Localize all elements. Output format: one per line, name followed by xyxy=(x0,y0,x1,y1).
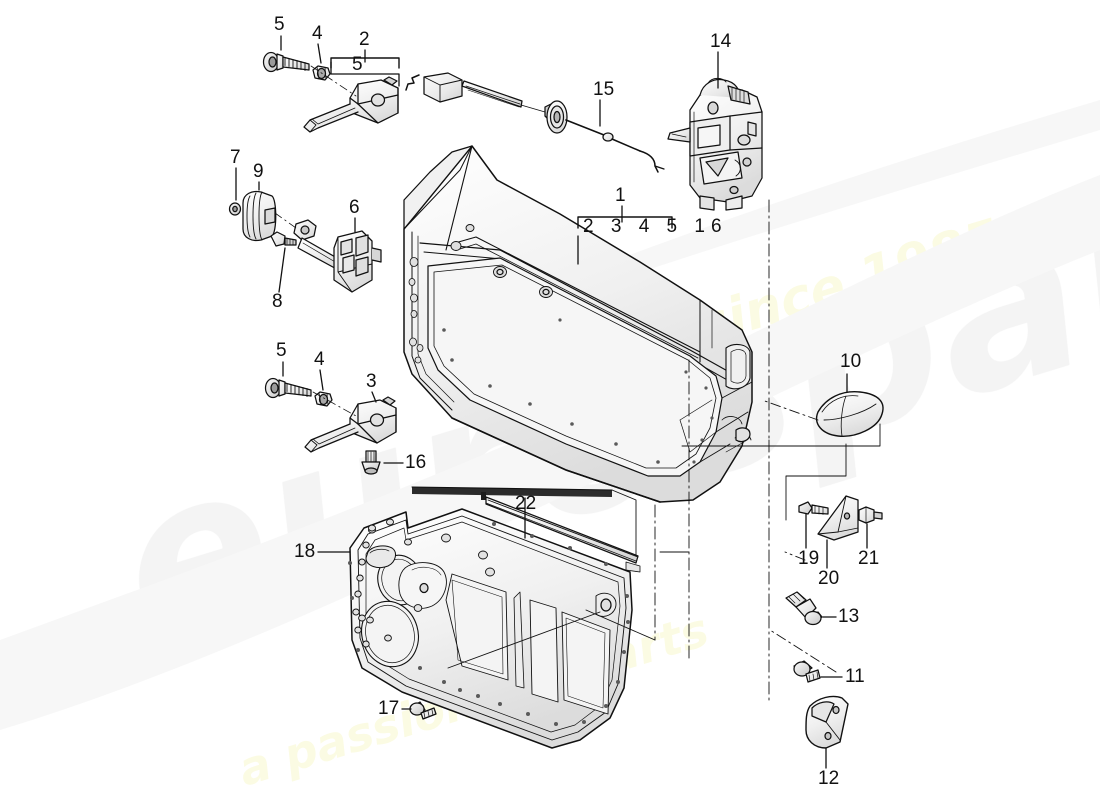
callout-13: 13 xyxy=(838,606,860,627)
callout-12: 12 xyxy=(818,768,840,789)
part-14-door-lock-assembly xyxy=(667,77,763,211)
callout-9: 9 xyxy=(253,161,264,182)
part-19-bracket-bolt xyxy=(798,501,829,515)
part-17-panel-screw xyxy=(409,701,437,720)
callout-1: 1 xyxy=(615,185,626,206)
part-6-door-check-strap xyxy=(293,219,382,293)
part-16-lower-collar-bolt xyxy=(361,450,381,475)
part-18-door-inner-panel xyxy=(348,508,641,749)
part-15-lock-release-cable xyxy=(405,72,665,173)
part-11-striker-screw xyxy=(793,660,821,683)
leader-lines xyxy=(235,35,868,769)
callout-4-upper: 4 xyxy=(312,23,323,44)
part-20-wedge-bracket xyxy=(817,495,859,541)
callout-3: 3 xyxy=(366,371,377,392)
callout-4-lower: 4 xyxy=(314,349,325,370)
callout-21: 21 xyxy=(858,548,880,569)
part-21-bracket-nut xyxy=(858,506,883,524)
callout-2-sub-5: 5 xyxy=(352,54,363,75)
callout-1-group-members: 2 3 4 5 16 xyxy=(583,216,728,237)
part-1-door-shell xyxy=(403,145,753,503)
callout-8: 8 xyxy=(272,291,283,312)
callout-15: 15 xyxy=(593,79,615,100)
callout-19: 19 xyxy=(798,548,820,569)
callout-7: 7 xyxy=(230,147,241,168)
part-13-mounting-bolt xyxy=(785,591,823,626)
callout-18: 18 xyxy=(294,541,316,562)
callout-5-lower: 5 xyxy=(276,340,287,361)
assembly-axes xyxy=(654,199,770,701)
callout-17: 17 xyxy=(378,698,400,719)
part-5-lower-hinge-bolt xyxy=(264,377,312,399)
callout-11: 11 xyxy=(845,666,865,687)
group-bracket-2 xyxy=(330,57,400,69)
part-22-window-seal-strip xyxy=(411,486,639,564)
part-2-upper-hinge-bracket xyxy=(303,76,399,133)
group-bracket-1 xyxy=(577,216,673,229)
callout-10: 10 xyxy=(840,351,862,372)
callout-16-lower: 16 xyxy=(405,452,427,473)
callout-14: 14 xyxy=(710,31,732,52)
part-12-door-striker-plate xyxy=(805,695,849,749)
callout-2: 2 xyxy=(359,29,370,50)
part-8-check-strap-screw xyxy=(270,231,297,247)
part-5-upper-hinge-bolt xyxy=(262,51,310,73)
callout-20: 20 xyxy=(818,568,840,589)
part-3-lower-hinge-bracket xyxy=(304,396,397,453)
part-9-check-strap-cover xyxy=(242,190,277,242)
callout-6: 6 xyxy=(349,197,360,218)
callout-22: 22 xyxy=(515,493,537,514)
part-10-trim-cap-cover xyxy=(816,391,884,437)
callout-5-upper: 5 xyxy=(274,14,285,35)
part-7-check-strap-washer xyxy=(228,202,242,216)
